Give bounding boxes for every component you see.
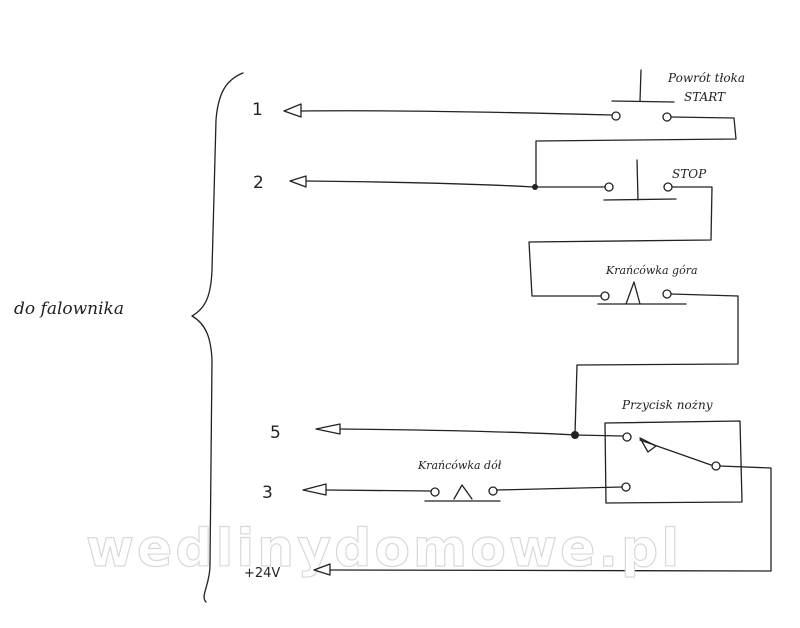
stop-contact-right xyxy=(663,182,673,192)
wire-pedal-to-24v xyxy=(329,465,772,572)
pedal-lever-tip xyxy=(639,437,657,453)
wire-1 xyxy=(300,110,612,116)
wire-2 xyxy=(305,180,606,188)
stop-plunger xyxy=(636,159,639,201)
terminal-2-arrow xyxy=(289,175,307,188)
label-krancowka-dol: Krańcówka dół xyxy=(417,459,502,472)
wire-3-right xyxy=(496,486,623,491)
start-plunger xyxy=(639,69,642,102)
terminal-24v-arrow xyxy=(313,563,331,576)
pedal-contact-nc xyxy=(621,482,631,492)
side-label: do falownika xyxy=(14,299,124,319)
stop-contact-left xyxy=(604,182,614,192)
junction-5 xyxy=(571,431,579,439)
terminal-1-label: 1 xyxy=(252,100,263,120)
wire-upper-limit-to-pedal xyxy=(574,293,739,435)
watermark: wedlinydomowe.pl xyxy=(86,519,682,579)
wire-5 xyxy=(339,428,623,437)
label-powrot: Powrót tłoka xyxy=(667,71,745,85)
pedal-contact-no xyxy=(711,461,721,471)
junction-2 xyxy=(532,184,538,190)
terminal-5-label: 5 xyxy=(270,423,281,443)
terminal-5-arrow xyxy=(315,423,341,435)
terminal-1-arrow xyxy=(283,103,302,118)
label-stop: STOP xyxy=(672,167,707,181)
start-contact-right xyxy=(662,112,672,122)
start-bar xyxy=(611,100,675,103)
label-start: START xyxy=(684,90,726,104)
pedal-box xyxy=(604,420,743,504)
upper-limit-actuator xyxy=(625,281,641,305)
upper-limit-contact-left xyxy=(600,291,610,301)
wire-3-left xyxy=(325,489,431,492)
terminal-3-label: 3 xyxy=(262,483,273,503)
stop-bar xyxy=(603,198,677,201)
wire-stop-to-upper-limit xyxy=(528,186,713,297)
terminal-3-arrow xyxy=(302,483,327,496)
lower-limit-actuator xyxy=(453,484,473,500)
label-przycisk: Przycisk nożny xyxy=(621,398,713,412)
pedal-contact-common xyxy=(622,432,632,442)
upper-limit-contact-right xyxy=(662,289,672,299)
brace xyxy=(191,72,244,603)
wire-start-to-stop xyxy=(535,116,737,188)
terminal-24v-label: +24V xyxy=(244,566,280,581)
lower-limit-contact-right xyxy=(488,486,498,496)
lower-limit-contact-left xyxy=(430,487,440,497)
terminal-2-label: 2 xyxy=(253,173,264,193)
label-krancowka-gora: Krańcówka góra xyxy=(605,264,698,277)
start-contact-left xyxy=(611,111,621,121)
